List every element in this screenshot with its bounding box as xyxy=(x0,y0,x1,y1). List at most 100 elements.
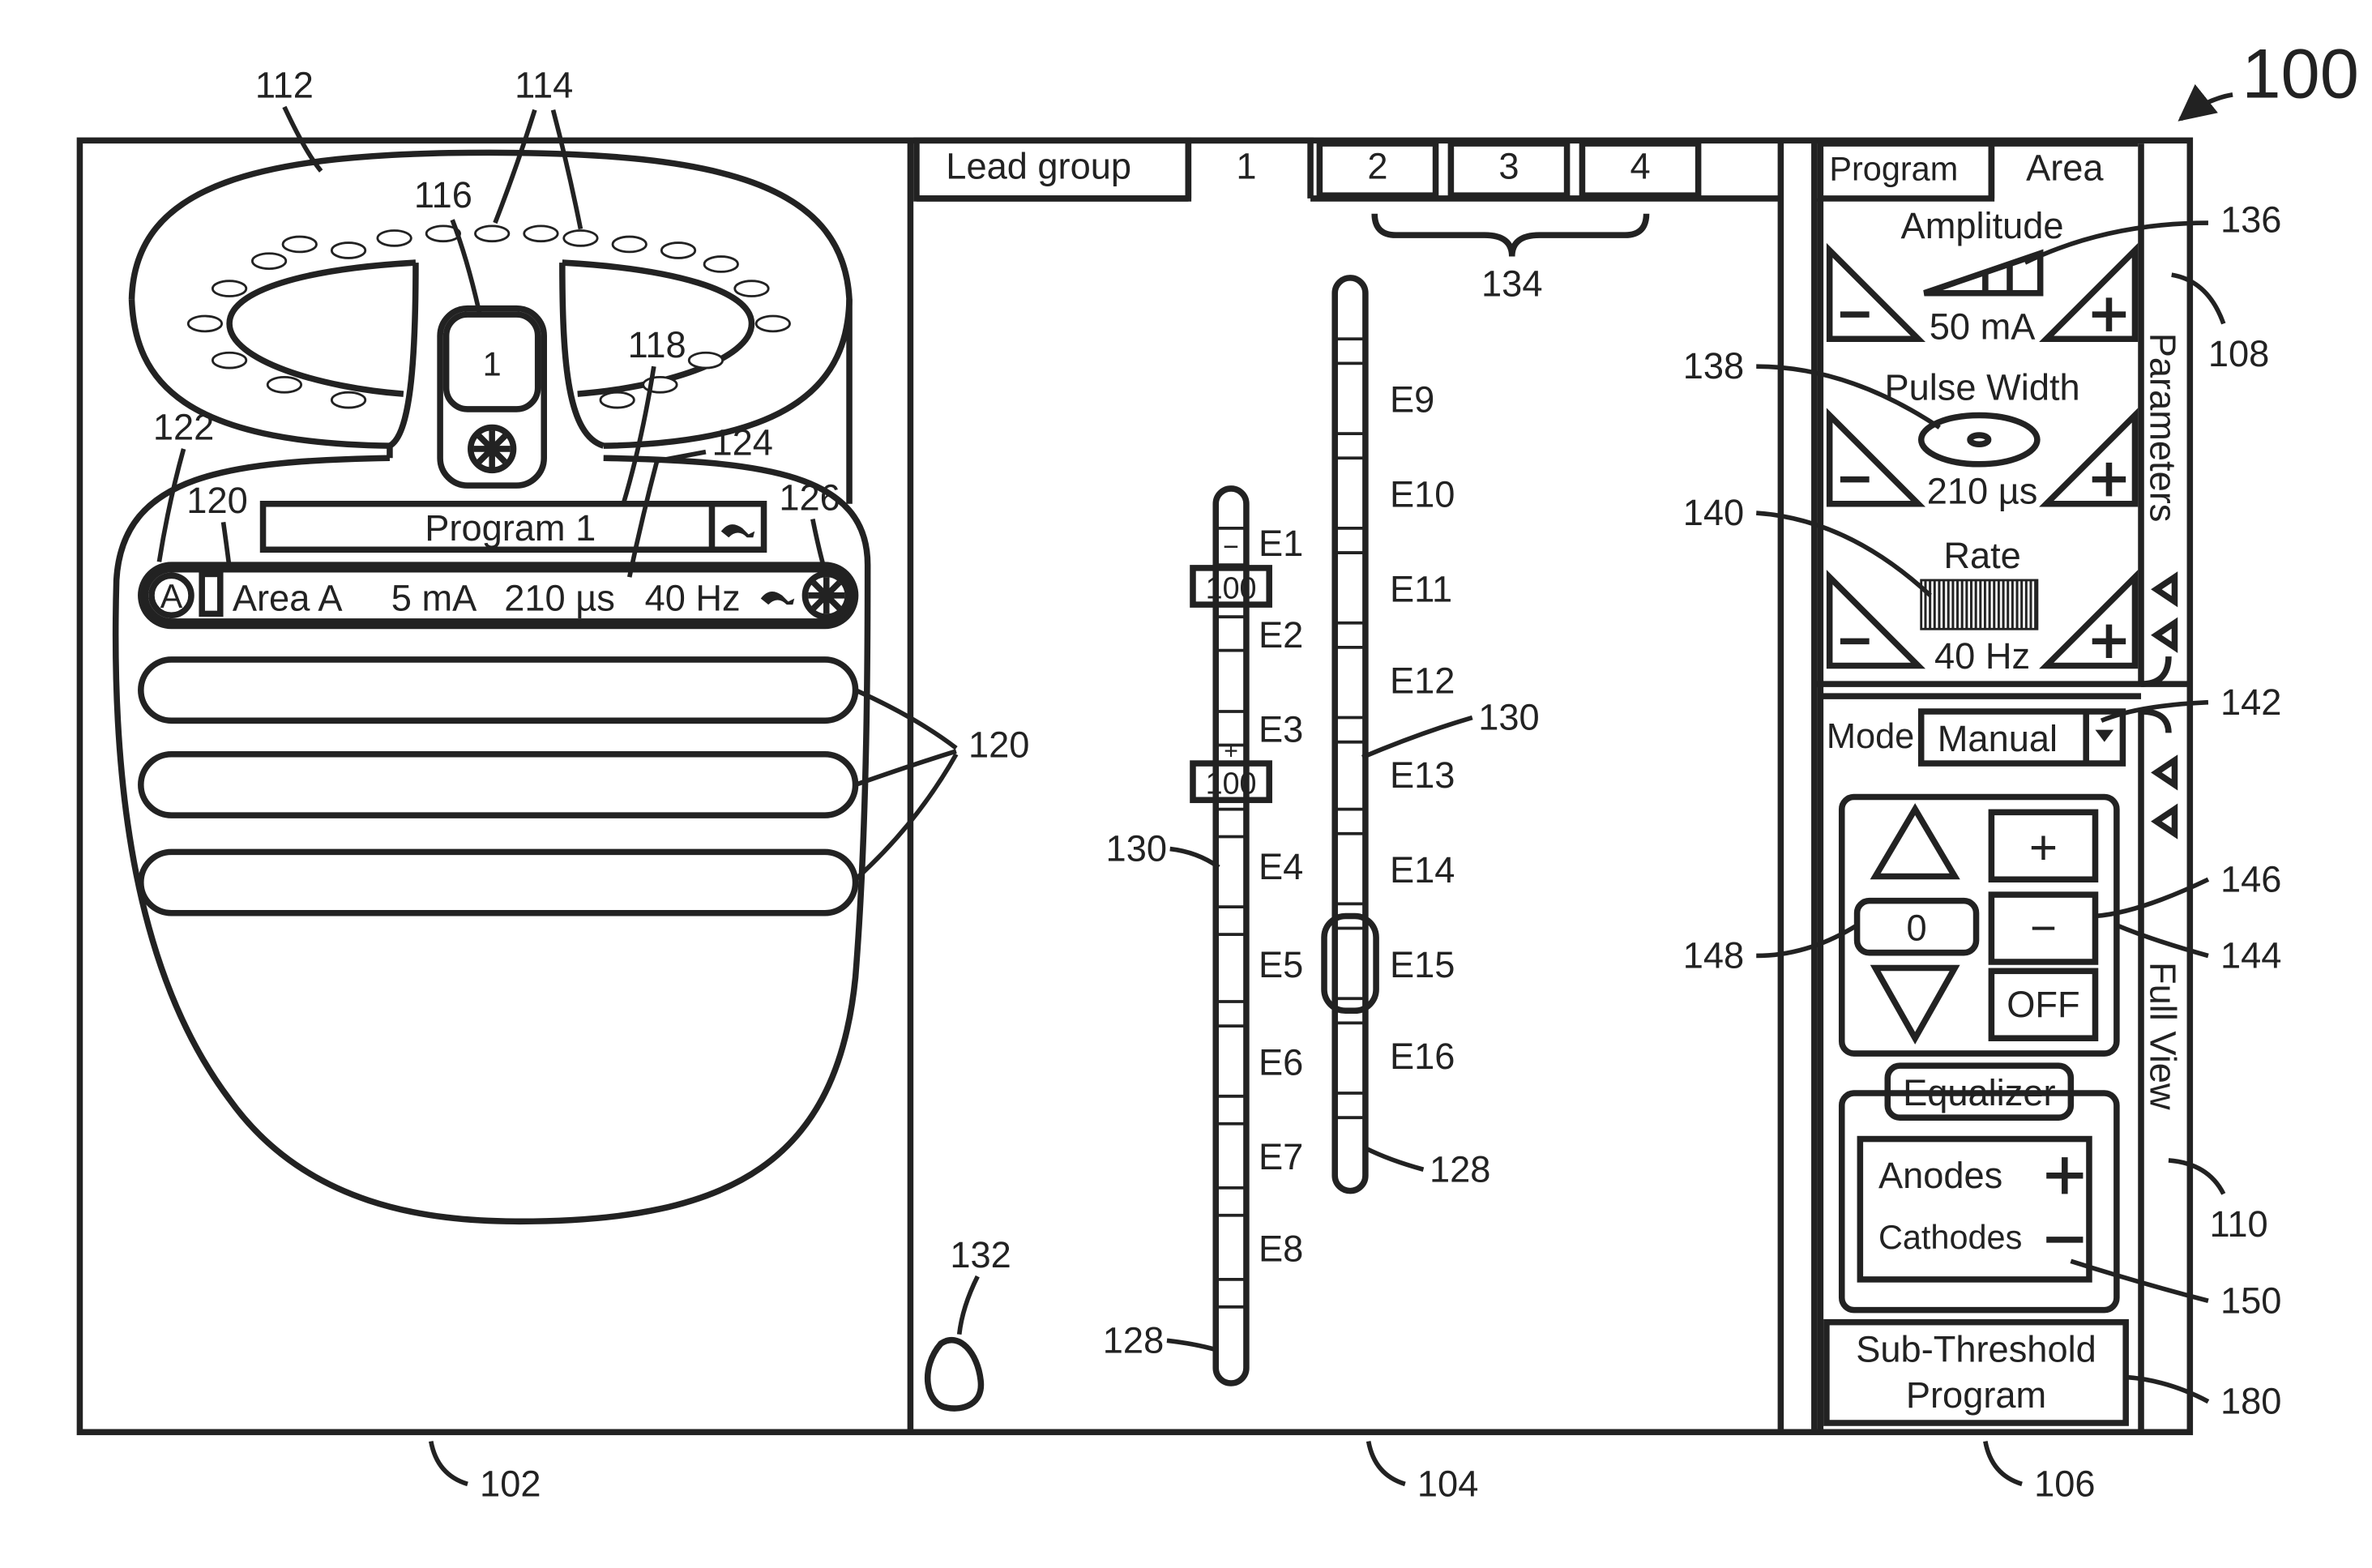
ref-130-left: 130 xyxy=(1106,828,1167,869)
electrode-label: E2 xyxy=(1259,614,1303,656)
off-button-label: OFF xyxy=(2007,984,2079,1025)
ref-114: 114 xyxy=(515,65,573,106)
electrode-label: E1 xyxy=(1259,523,1303,564)
ref-138: 138 xyxy=(1683,345,1744,387)
electrode-label: E10 xyxy=(1390,474,1455,515)
pulse-width-increase[interactable] xyxy=(2046,415,2135,503)
electrode-label: E16 xyxy=(1390,1036,1455,1077)
navigation-bubble[interactable] xyxy=(928,1340,981,1408)
program-row-empty[interactable] xyxy=(141,852,856,912)
ref-112: 112 xyxy=(255,65,314,106)
arrow-up-icon[interactable] xyxy=(1875,810,1955,877)
area-badge-letter: A xyxy=(160,577,183,615)
ref-120-rows: 120 xyxy=(968,724,1029,766)
left-panel: 1 Program 1 A Area A 5 mA 210 µs 40 Hz xyxy=(116,152,868,1221)
expand-icon[interactable] xyxy=(2156,760,2175,833)
tab-1-label: 1 xyxy=(1236,145,1256,186)
figure-ref: 100 xyxy=(2242,36,2359,113)
application-window xyxy=(79,140,2190,1432)
ref-106: 106 xyxy=(2034,1463,2095,1504)
ipg-number: 1 xyxy=(483,344,502,382)
full-view-tab[interactable]: Full View xyxy=(2142,962,2183,1110)
anode-sign: + xyxy=(1224,737,1238,764)
ref-132: 132 xyxy=(950,1234,1011,1275)
tab-2-label: 2 xyxy=(1367,145,1387,186)
electrode-label: E12 xyxy=(1390,660,1455,701)
amplitude-decrease[interactable] xyxy=(1830,250,1918,339)
ref-180: 180 xyxy=(2220,1381,2281,1422)
electrode-label: E9 xyxy=(1390,379,1434,421)
ref-128-left: 128 xyxy=(1103,1319,1164,1361)
rate-indicator[interactable] xyxy=(1921,580,2037,629)
ref-126: 126 xyxy=(779,476,840,518)
pulse-width-label: Pulse Width xyxy=(1884,367,2079,408)
plus-button-label: + xyxy=(2029,819,2058,874)
arrow-down-icon[interactable] xyxy=(1875,968,1955,1039)
ref-142: 142 xyxy=(2220,681,2281,723)
cathodes-label: Cathodes xyxy=(1878,1218,2022,1256)
ref-134: 134 xyxy=(1481,263,1542,305)
electrode-value: 100 xyxy=(1206,571,1257,605)
area-label: Area A xyxy=(233,578,344,619)
ref-146: 146 xyxy=(2220,858,2281,899)
right-panel: Program Area Parameters Full View Amplit… xyxy=(1814,143,2190,1432)
middle-panel: Lead group 1 2 3 4 100 xyxy=(917,140,1780,1408)
lead-group-label: Lead group xyxy=(946,145,1131,186)
tabs-bracket xyxy=(1374,214,1646,257)
electrode-label: E7 xyxy=(1259,1136,1303,1177)
electrode-label: E11 xyxy=(1390,568,1452,609)
electrode-label: E4 xyxy=(1259,846,1303,887)
ref-150: 150 xyxy=(2220,1280,2281,1321)
rate-label: Rate xyxy=(1943,535,2020,576)
amplitude-value: 5 mA xyxy=(391,578,477,619)
electrode-label: E14 xyxy=(1390,849,1455,891)
electrode-label: E5 xyxy=(1259,944,1303,985)
program-row-empty[interactable] xyxy=(141,660,856,720)
ref-122: 122 xyxy=(153,407,214,448)
ref-148: 148 xyxy=(1683,935,1744,976)
pulse-width-value: 210 µs xyxy=(1927,471,2038,512)
toggle-icon[interactable] xyxy=(805,574,848,617)
pulse-width-decrease[interactable] xyxy=(1830,415,1918,503)
parameters-tab[interactable]: Parameters xyxy=(2142,333,2183,523)
cathode-sign: − xyxy=(1223,532,1239,562)
ref-130-right: 130 xyxy=(1478,697,1539,738)
rate-value: 40 Hz xyxy=(1934,635,2030,677)
amplitude-increase[interactable] xyxy=(2046,250,2135,339)
tab-4-label: 4 xyxy=(1630,145,1650,186)
ref-116: 116 xyxy=(414,174,472,216)
electrode-label: E15 xyxy=(1390,944,1455,985)
anodes-plus-icon[interactable] xyxy=(2046,1157,2083,1194)
chevron-down-icon[interactable] xyxy=(2095,730,2113,742)
electrode-label: E6 xyxy=(1259,1041,1303,1083)
electrode-label: E13 xyxy=(1390,754,1455,796)
electrode-label: E8 xyxy=(1259,1228,1303,1269)
electrode-label: E3 xyxy=(1259,709,1303,750)
amplitude-value: 50 mA xyxy=(1930,305,2036,347)
pulse-width-dial[interactable] xyxy=(1921,415,2037,464)
mode-value: Manual xyxy=(1938,718,2058,759)
ref-104: 104 xyxy=(1417,1463,1478,1504)
equalizer-label: Equalizer xyxy=(1903,1072,2055,1113)
amplitude-label: Amplitude xyxy=(1901,205,2064,246)
rate-increase[interactable] xyxy=(2046,577,2135,665)
ref-118: 118 xyxy=(628,324,686,365)
program-row-empty[interactable] xyxy=(141,754,856,815)
electrode-value: 100 xyxy=(1206,767,1257,801)
battery-icon xyxy=(202,574,220,613)
ref-144: 144 xyxy=(2220,935,2281,976)
rate-value: 40 Hz xyxy=(645,578,741,619)
mode-label: Mode xyxy=(1827,717,1914,756)
tab-3-label: 3 xyxy=(1498,145,1519,186)
step-counter-value: 0 xyxy=(1906,908,1926,949)
rate-decrease[interactable] xyxy=(1830,577,1918,665)
stimulation-icon[interactable] xyxy=(761,592,794,605)
stimulation-icon[interactable] xyxy=(721,524,754,537)
lead-right xyxy=(1324,278,1376,1191)
collapse-icon[interactable] xyxy=(2156,577,2175,647)
anodes-label: Anodes xyxy=(1878,1155,2002,1196)
tab-area-label: Area xyxy=(2026,147,2104,188)
ref-128-right: 128 xyxy=(1430,1148,1490,1190)
subthreshold-line1: Sub-Threshold xyxy=(1856,1329,2096,1370)
subthreshold-line2: Program xyxy=(1906,1374,2046,1416)
